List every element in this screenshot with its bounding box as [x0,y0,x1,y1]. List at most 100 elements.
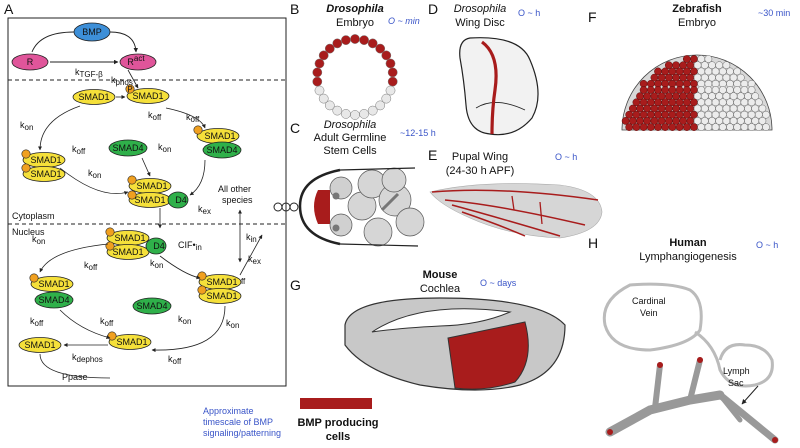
smad1-label: SMAD1 [206,277,237,287]
panel-d-letter: D [428,1,438,17]
binding-arc-left [31,31,75,53]
wing-vein [451,204,561,237]
panel-c: C Drosophila Adult Germline Stem Cells ~… [273,119,436,247]
smad1-label: SMAD1 [134,195,165,205]
sac-label: Sac [728,378,744,388]
phospho-icon [197,285,207,295]
panel-h-timescale: O ~ h [756,240,778,250]
niche-cells [314,190,330,224]
bmp-domain [447,321,529,390]
panel-d: D Drosophila Wing Disc O ~ h [428,1,540,136]
bmp-tip [697,357,703,363]
blastoderm-cell-bmp [668,123,677,131]
smad4-label: SMAD4 [206,145,237,155]
legend-timescale-3: signaling/patterning [203,428,281,438]
embryo-cell-bmp [350,34,360,44]
wing-vein [461,211,526,237]
panel-g-letter: G [290,277,301,293]
phospho-icon [107,331,117,341]
panel-e-subtitle: (24-30 h APF) [446,165,514,177]
wing-vein [444,199,586,226]
blastoderm-cell [718,123,727,131]
embryo-cell-bmp [387,67,398,78]
direction-arrow [741,385,759,405]
panel-e-letter: E [428,147,437,163]
arc [59,309,111,340]
k-off-8: koff [168,354,182,366]
blastoderm-cell [726,123,734,131]
blastoderm-cell [740,123,749,131]
smad1-label: SMAD1 [30,155,61,165]
blastoderm-cell-bmp [646,123,655,131]
panel-d-timescale: O ~ h [518,8,540,18]
k-off-6: koff [30,316,44,328]
embryo-cell-bmp [385,58,396,69]
panel-f-timescale: ~30 min [758,8,790,18]
panel-c-line2: Adult Germline [314,132,387,144]
embryo-cell-bmp [381,50,392,61]
panel-c-timescale: ~12-15 h [400,128,436,138]
k-off-3: koff [72,144,86,156]
lymph-label: Lymph [723,366,750,376]
legend-timescale-1: Approximate [203,406,254,416]
embryo-cell-bmp [332,38,343,49]
smad1-label: SMAD1 [24,340,55,350]
vessel-trunk [605,390,725,437]
k-ex-2: kex [248,254,261,266]
cardinal-label: Cardinal [632,296,666,306]
k-off-2: koff [148,110,162,122]
k-tgf: kTGF-β [75,67,103,79]
smad4-label: SMAD4 [38,295,69,305]
legend: Approximate timescale of BMP signaling/p… [203,398,379,443]
panel-g-subtitle: Cochlea [420,283,461,295]
embryo-cell [367,105,378,116]
blastoderm-cell [704,55,713,63]
d4-fragment [167,191,189,209]
panel-e-timescale: O ~ h [555,152,577,162]
smad1-label: SMAD1 [30,169,61,179]
blastoderm-cell [733,123,742,131]
binding-arc-right [109,31,139,53]
blastoderm-cell [762,110,770,119]
embryo-cell [385,85,396,96]
k-on-5: kon [150,258,163,270]
cross-vein [511,195,515,211]
embryo-cell [341,109,351,119]
cytoplasm-label: Cytoplasm [12,211,55,221]
blastoderm-cell [697,123,706,131]
panel-g-timescale: O ~ days [480,278,517,288]
dpp-stripe [480,40,498,135]
phospho-icon [29,273,39,283]
vessel-branch [717,392,743,423]
embryo-cell-bmp [359,35,369,45]
embryo-cell-bmp [314,58,325,69]
smad4-cyto-label: SMAD4 [112,143,143,153]
blastoderm-cell-bmp [632,123,641,131]
panel-h-letter: H [588,235,598,251]
blastoderm-cell [747,123,756,131]
terminal-filament [289,202,299,212]
embryo-cell [359,109,369,119]
panel-c-letter: C [290,120,300,136]
smad1-label: SMAD1 [204,131,235,141]
embryo-cell [375,100,386,111]
ppase-label: Ppase [62,372,88,382]
panel-a-frame [7,17,287,387]
receptor-label: R [27,57,34,67]
bmp-label: BMP [82,27,102,37]
k-off-1: koff [186,112,200,124]
blastoderm-cell-bmp [675,123,684,131]
k-on-2: kon [158,142,171,154]
germarium-edge [339,243,419,247]
panel-b: B Drosophila Embryo O ~ min [290,1,420,120]
vessel-branch [652,362,663,411]
panel-h-title: Human [669,237,707,249]
phospho-label: P [127,85,132,94]
phos-arrow [127,69,139,89]
panel-f-subtitle: Embryo [678,17,716,29]
arc [59,167,129,195]
species-label: species [222,195,253,205]
arc [189,159,206,196]
germarium-edge [339,167,416,171]
